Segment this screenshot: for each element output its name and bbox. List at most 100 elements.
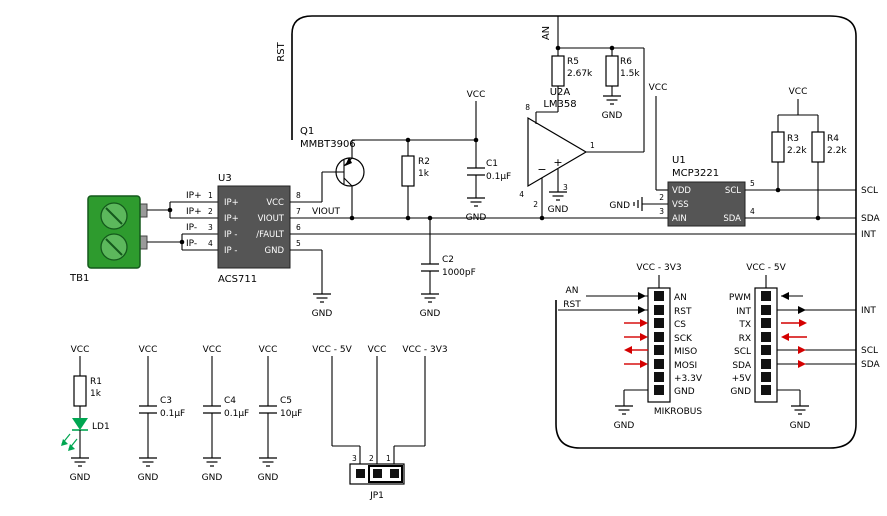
an-arrow-icon [638, 292, 646, 300]
r3-val: 2.2k [787, 146, 807, 156]
vcc-label-c4: VCC [203, 345, 222, 355]
gnd-symbol-ld1 [70, 457, 90, 467]
gnd-symbol-u3 [312, 293, 332, 303]
mb-pin-mosi: MOSI [674, 361, 697, 371]
ic-u3-acs711: U3 ACS711 IP+ IP+ IP - IP - VCC VIOUT /F… [217, 173, 291, 285]
u1-pin2: 2 [659, 193, 664, 202]
mb-pin-3v3: +3.3V [674, 374, 703, 384]
resistor-r2: R2 1k [401, 140, 430, 218]
jp1-pin3: 3 [352, 454, 357, 463]
gnd-label-c3: GND [138, 473, 159, 483]
capacitor-c2: C2 1000pF [421, 218, 476, 294]
int-arrow-icon [798, 306, 806, 314]
mb-red-arrows-right [781, 319, 807, 341]
c5-val: 10µF [280, 409, 302, 419]
gnd-symbol-c1 [466, 197, 486, 207]
u3-inner-ip1: IP+ [224, 198, 239, 208]
u2-pin1: 1 [590, 141, 595, 150]
u3-inner-ip3: IP - [224, 230, 237, 240]
terminal-block-tb1: TB1 [69, 195, 148, 284]
r1-ref: R1 [90, 377, 102, 387]
u3-inner-gnd: GND [265, 246, 285, 256]
u3-pin-2: 2 [208, 207, 213, 216]
capacitor-c1: C1 0.1µF [467, 101, 511, 198]
mb-pin-5v: +5V [732, 374, 752, 384]
gnd-label-c4: GND [202, 473, 223, 483]
r4-val: 2.2k [827, 146, 847, 156]
u3-inner-fault: /FAULT [256, 230, 285, 240]
c3-ref: C3 [160, 396, 172, 406]
mb-pin-tx: TX [738, 320, 751, 330]
u1-pin3: 3 [659, 207, 664, 216]
transistor-q1: Q1 MMBT3906 [300, 126, 365, 218]
gnd-label-mb-left: GND [614, 421, 635, 431]
net-label-sda-mb: SDA [861, 360, 880, 370]
ic-u1-mcp3221: U1 MCP3221 VDD VSS AIN SCL SDA [667, 155, 746, 227]
gnd-label-r6: GND [602, 111, 623, 121]
led-ld1: LD1 [61, 418, 110, 458]
pullup-rail [777, 99, 819, 132]
u3-inner-ip4: IP - [224, 246, 237, 256]
q1-part: MMBT3906 [300, 139, 356, 150]
u3-pin-7: 7 [296, 207, 301, 216]
mb-pin-sda: SDA [732, 361, 751, 371]
jp1-wires [331, 356, 426, 464]
jp1-ref: JP1 [369, 491, 384, 501]
u2-part: LM358 [543, 99, 576, 110]
gnd-label-ld1: GND [70, 473, 91, 483]
vcc5v-label-jp1: VCC - 5V [312, 345, 352, 355]
u3-pin-8: 8 [296, 191, 301, 200]
capacitor-c5: VCC C5 10µF [259, 345, 302, 458]
gnd-symbol-c2 [420, 293, 440, 303]
vcc-label-r1: VCC [71, 345, 90, 355]
u3-left-name-2: IP+ [186, 207, 202, 217]
u3-pin-6: 6 [296, 223, 301, 232]
u2-pin8: 8 [525, 103, 530, 112]
rst-arrow-icon [638, 306, 646, 314]
r2-val: 1k [418, 169, 430, 179]
vcc5v-label-mb: VCC - 5V [746, 263, 786, 273]
gnd-label-opamp: GND [548, 205, 569, 215]
u3-pin-4: 4 [208, 239, 213, 248]
u2-pin3: 3 [563, 183, 568, 192]
resistor-r3: R3 2.2k [771, 131, 807, 190]
u1-part: MCP3221 [672, 168, 719, 179]
c2-ref: C2 [442, 255, 454, 265]
u2-pin2: 2 [533, 200, 538, 209]
mb-pin-cs: CS [674, 320, 686, 330]
mb-pin-int: INT [736, 307, 751, 317]
tb1-u3-wires [147, 201, 218, 251]
jumper-cap [368, 465, 403, 483]
jp1-pin2: 2 [369, 454, 374, 463]
vcc-label-jp1: VCC [368, 345, 387, 355]
u3-pin-1: 1 [208, 191, 213, 200]
net-label-an-top: AN [541, 26, 552, 40]
capacitor-c3: VCC C3 0.1µF [139, 345, 185, 458]
c1-val: 0.1µF [486, 172, 511, 182]
u1-ref: U1 [672, 155, 686, 166]
u2-ref: U2A [550, 87, 571, 98]
u2-plus: + [553, 156, 562, 169]
u1-inner-vdd: VDD [672, 186, 691, 196]
u2-pin4: 4 [519, 190, 524, 199]
gnd-label-u1-vss: GND [609, 201, 630, 211]
resistor-r1: R1 1k [73, 356, 102, 418]
vcc-label-c1: VCC [467, 90, 486, 100]
mb-pin-an: AN [674, 293, 687, 303]
gnd-label-c5: GND [258, 473, 279, 483]
q1-ref: Q1 [300, 126, 314, 137]
mb-pin-rst: RST [674, 307, 692, 317]
gnd-symbol-mb-right [790, 405, 810, 415]
c1-ref: C1 [486, 159, 498, 169]
u1-inner-sda: SDA [723, 214, 741, 224]
mb-pin-sck: SCK [674, 334, 693, 344]
gnd-label-c1: GND [466, 213, 487, 223]
r5-ref: R5 [567, 57, 579, 67]
gnd-symbol-c4 [202, 457, 222, 467]
u3-ref: U3 [218, 173, 232, 184]
u2-minus: − [537, 163, 546, 176]
r6-val: 1.5k [620, 69, 640, 79]
c5-ref: C5 [280, 396, 292, 406]
